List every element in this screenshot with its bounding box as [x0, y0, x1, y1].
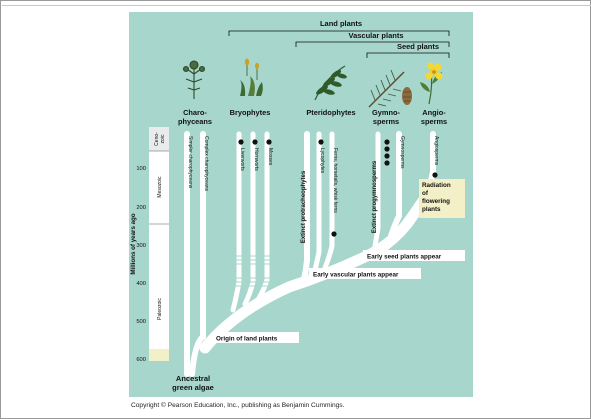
- marker-hornworts: [252, 139, 258, 145]
- marker-gymnosperm-4: [384, 160, 390, 166]
- tree-branches: [184, 131, 436, 377]
- lineage-lycophytes: Lycophytes: [319, 148, 325, 174]
- seed-box: [363, 250, 465, 261]
- charophyceans-label-line2: phyceans: [178, 117, 212, 126]
- tick-100: 100: [136, 166, 146, 172]
- angiosperms-label-line2: sperms: [421, 117, 447, 126]
- vascular-box: [309, 268, 421, 279]
- lineage-complex-charophyceans: Complex charophyceans: [203, 136, 209, 192]
- gymnosperms-label-line2: sperms: [373, 117, 399, 126]
- land-plants-bracket: [228, 30, 450, 36]
- phylogeny-figure: Land plants Vascular plants Seed plants: [129, 12, 473, 397]
- radiation-label-line4: plants: [422, 206, 441, 213]
- radiation-box: [419, 179, 465, 218]
- marker-mosses: [266, 139, 272, 145]
- branch-mosses: [256, 131, 270, 301]
- branch-lycophytes: [311, 131, 322, 277]
- numbered-markers: [238, 139, 438, 237]
- lineage-mosses: Mosses: [267, 148, 273, 166]
- charophycean-alga-icon: [182, 60, 206, 99]
- flower-icon: [420, 62, 443, 105]
- pine-branch-icon: [368, 69, 412, 108]
- marker-gymnosperm-1: [384, 139, 390, 145]
- branch-breaks: [233, 255, 271, 287]
- vascular-plants-bracket: [295, 41, 450, 47]
- moss-icon: [240, 58, 263, 96]
- phylogenetic-tree: Land plants Vascular plants Seed plants: [130, 19, 465, 392]
- branch-gymnosperms: [388, 131, 402, 239]
- marker-gymnosperm-2: [384, 146, 390, 152]
- lineage-extinct-progymnosperms: Extinct progymnosperms: [372, 160, 378, 233]
- radiation-label-line3: flowering: [422, 198, 450, 205]
- tick-200: 200: [136, 205, 146, 211]
- marker-liverworts: [238, 139, 244, 145]
- lineage-hornworts: Hornworts: [253, 148, 259, 171]
- early-vascular-plants-label: Early vascular plants appear: [313, 272, 399, 279]
- lineage-extinct-protracheophytes: Extinct protracheophytes: [301, 170, 307, 243]
- lineage-gymnosperms: Gymnosperms: [399, 136, 405, 169]
- trunk-land-plants: [199, 186, 435, 354]
- axis-label: Millions of years ago: [130, 213, 137, 274]
- tick-400: 400: [136, 281, 146, 287]
- pteridophytes-label: Pteridophytes: [306, 108, 355, 117]
- copyright-notice: Copyright © Pearson Education, Inc., pub…: [131, 402, 345, 409]
- cenozoic-label-line2: zoic: [160, 134, 166, 143]
- seed-plants-label: Seed plants: [397, 42, 439, 51]
- branch-liverworts: [230, 131, 242, 313]
- gymnosperms-label-line1: Gymno-: [372, 108, 400, 117]
- top-rule: [2, 5, 591, 6]
- lineage-simpler-charophyceans: Simpler charophyceans: [187, 136, 193, 189]
- timescale-bar: [149, 127, 169, 361]
- group-brackets: [228, 30, 450, 58]
- vascular-plants-label: Vascular plants: [348, 31, 403, 40]
- branch-extinct-protracheophytes: [301, 131, 310, 283]
- early-seed-plants-label: Early seed plants appear: [367, 254, 442, 261]
- radiation-label-line2: of: [422, 190, 429, 197]
- tick-600: 600: [136, 357, 146, 363]
- branch-ferns: [322, 131, 335, 271]
- origin-of-land-plants-label: Origin of land plants: [216, 336, 278, 343]
- angiosperms-label-line1: Angio-: [422, 108, 446, 117]
- marker-gymnosperm-3: [384, 153, 390, 159]
- lineage-angiosperms: Angiosperms: [433, 136, 439, 166]
- origin-box: [213, 332, 299, 343]
- paleozoic-label: Paleozoic: [157, 298, 163, 320]
- cenozoic-band: [149, 127, 169, 151]
- marker-lycophytes: [318, 139, 324, 145]
- marker-ferns: [331, 231, 337, 237]
- ancestor-label-line2: green algae: [172, 383, 214, 392]
- precambrian-band: [149, 349, 169, 361]
- fern-icon: [314, 65, 347, 101]
- tick-500: 500: [136, 319, 146, 325]
- tick-300: 300: [136, 243, 146, 249]
- lineage-liverworts: Liverworts: [239, 148, 245, 171]
- lineage-ferns: Ferns, horsetails, whisk ferns: [332, 148, 338, 213]
- seed-plants-bracket: [366, 52, 450, 58]
- mesozoic-label: Mesozoic: [157, 176, 163, 198]
- charophyceans-label-line1: Charo-: [183, 108, 207, 117]
- bryophytes-label: Bryophytes: [230, 108, 271, 117]
- marker-angiosperms: [432, 172, 438, 178]
- branch-extinct-progymnosperms: [371, 131, 381, 255]
- ancestor-label-line1: Ancestral: [176, 374, 210, 383]
- radiation-label-line1: Radiation: [422, 182, 451, 189]
- branch-complex-charophyceans: [189, 131, 206, 377]
- land-plants-label: Land plants: [320, 19, 362, 28]
- cenozoic-label-line1: Ceno-: [154, 132, 160, 146]
